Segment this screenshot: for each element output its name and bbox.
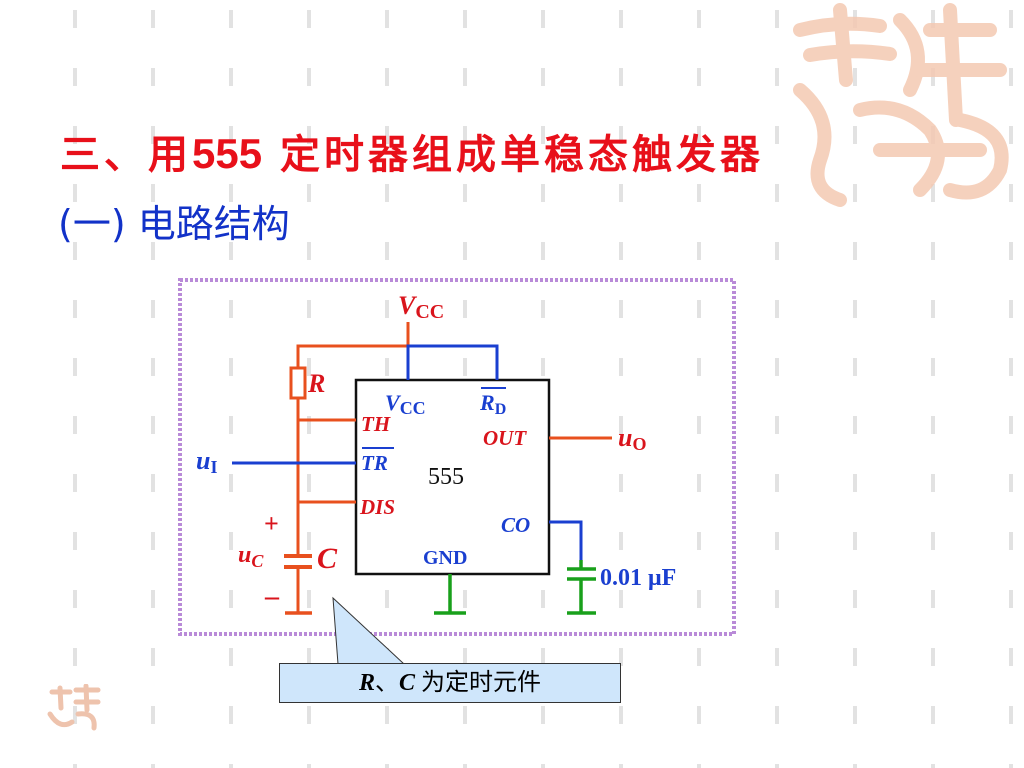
pin-rd-label: RD	[479, 390, 506, 418]
pin-co-label: CO	[501, 513, 530, 537]
slide-subtitle: (一) 电路结构	[58, 202, 290, 246]
resistor-r	[289, 366, 307, 400]
pin-dis-label: DIS	[359, 495, 395, 519]
cap-voltage-label: uC	[238, 542, 264, 571]
callout-c: C	[399, 670, 416, 696]
output-label: uO	[618, 423, 646, 454]
pin-out-label: OUT	[483, 426, 527, 450]
cap-minus-label: –	[264, 581, 280, 612]
title-suffix: 定时器组成单稳态触发器	[262, 131, 765, 178]
chip-555-label: 555	[428, 464, 464, 490]
title-prefix: 三、用	[60, 131, 192, 178]
seal-watermark	[47, 684, 101, 731]
green-wiring	[434, 560, 596, 615]
capacitor-c	[284, 554, 312, 569]
calligraphy-decoration	[793, 3, 1009, 207]
input-label: uI	[196, 446, 217, 477]
pin-tr-label: TR	[361, 451, 388, 475]
callout-text: 为定时元件	[415, 670, 542, 696]
cap-plus-label: +	[264, 509, 279, 538]
vcc-top-label: VCC	[398, 291, 444, 323]
title-number: 555	[192, 130, 263, 177]
capacitor-label: C	[317, 542, 338, 575]
callout-r: R	[358, 670, 375, 696]
timing-elements-callout: R、C 为定时元件	[279, 663, 621, 703]
diagram-frame	[178, 278, 736, 636]
slide-title: 三、用555 定时器组成单稳态触发器	[60, 122, 764, 180]
pin-th-label: TH	[361, 412, 391, 436]
callout-sep: 、	[375, 670, 399, 696]
red-wiring	[285, 322, 612, 615]
callout-pointer	[332, 596, 406, 665]
resistor-label: R	[307, 369, 325, 398]
pin-gnd-label: GND	[423, 547, 467, 569]
pin-vcc-label: VCC	[385, 390, 426, 418]
blue-wiring	[232, 344, 583, 560]
chip-555	[354, 378, 551, 576]
co-capacitor-label: 0.01 μF	[600, 565, 676, 591]
